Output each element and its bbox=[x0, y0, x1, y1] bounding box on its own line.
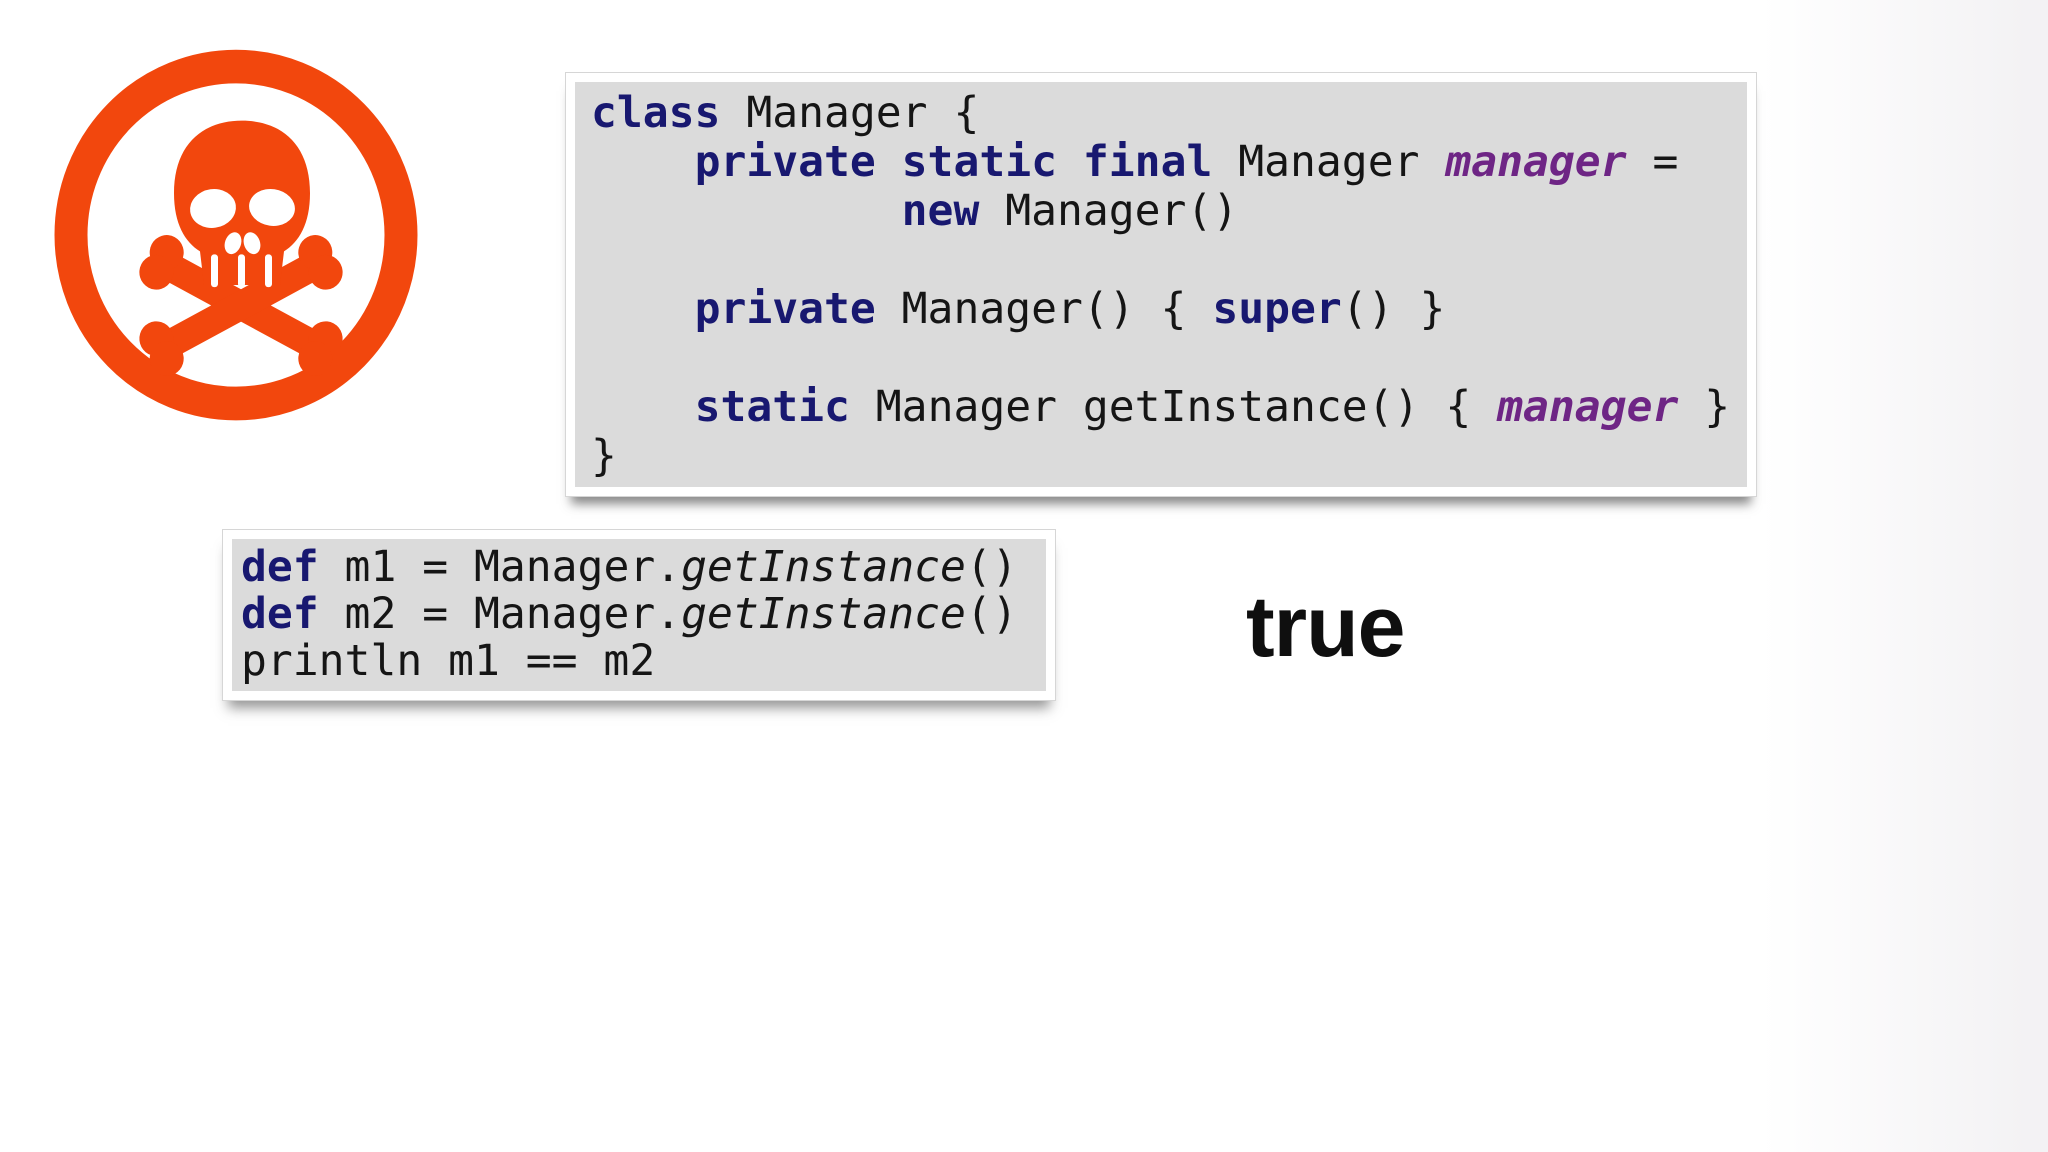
code-token-pl bbox=[591, 137, 695, 187]
code-token-pl: } bbox=[591, 431, 617, 481]
code-token-pl: m1 = Manager. bbox=[318, 542, 682, 592]
code-token-pl: Manager bbox=[1212, 137, 1446, 187]
code-token-kw: final bbox=[1082, 137, 1213, 187]
code-line: new Manager() bbox=[591, 187, 1747, 236]
code-token-kw: private bbox=[694, 137, 876, 187]
code-token-pl: } bbox=[1678, 382, 1731, 432]
code-token-pl: () bbox=[965, 542, 1018, 592]
code-line: } bbox=[591, 432, 1747, 481]
code-card-manager-class: class Manager { private static final Man… bbox=[565, 72, 1757, 497]
code-token-kw: static bbox=[901, 137, 1058, 187]
code-block-manager-class: class Manager { private static final Man… bbox=[575, 82, 1747, 487]
code-token-kw: super bbox=[1212, 284, 1342, 334]
code-line: private Manager() { super() } bbox=[591, 285, 1747, 334]
code-line: static Manager getInstance() { manager } bbox=[591, 383, 1747, 432]
code-token-kw: def bbox=[241, 589, 319, 639]
code-line: def m2 = Manager.getInstance() bbox=[241, 591, 1046, 638]
code-line: private static final Manager manager = bbox=[591, 138, 1747, 187]
code-token-pl: Manager() bbox=[979, 186, 1239, 236]
code-block-usage: def m1 = Manager.getInstance()def m2 = M… bbox=[232, 539, 1046, 691]
code-token-pl: () bbox=[965, 589, 1018, 639]
code-line: println m1 == m2 bbox=[241, 638, 1046, 685]
code-token-fld: manager bbox=[1497, 382, 1679, 432]
code-line bbox=[591, 236, 1747, 285]
code-token-pl bbox=[1057, 137, 1083, 187]
code-token-pl bbox=[876, 137, 902, 187]
code-line: class Manager { bbox=[591, 89, 1747, 138]
code-line bbox=[591, 334, 1747, 383]
code-token-pl: m2 = Manager. bbox=[318, 589, 682, 639]
skull-crossbones-icon bbox=[54, 49, 418, 421]
code-token-kw: def bbox=[241, 542, 319, 592]
result-text: true bbox=[1246, 579, 1405, 675]
code-token-pl: Manager() { bbox=[875, 284, 1213, 334]
code-token-pl: Manager getInstance() { bbox=[849, 382, 1498, 432]
code-token-pl: println m1 == m2 bbox=[241, 636, 656, 686]
code-token-pl bbox=[591, 186, 902, 236]
code-token-pl bbox=[591, 382, 695, 432]
code-line: def m1 = Manager.getInstance() bbox=[241, 544, 1046, 591]
code-card-usage: def m1 = Manager.getInstance()def m2 = M… bbox=[222, 529, 1056, 701]
code-token-meth: getInstance bbox=[681, 589, 966, 639]
code-token-pl: () } bbox=[1341, 284, 1446, 334]
code-token-pl bbox=[591, 284, 695, 334]
code-token-meth: getInstance bbox=[681, 542, 966, 592]
code-token-kw: static bbox=[694, 382, 850, 432]
code-token-pl: = bbox=[1626, 137, 1679, 187]
code-token-fld: manager bbox=[1445, 137, 1627, 187]
code-token-kw: class bbox=[591, 88, 721, 138]
code-token-kw: new bbox=[901, 186, 980, 236]
code-token-kw: private bbox=[694, 284, 876, 334]
code-token-pl: Manager { bbox=[720, 88, 980, 138]
